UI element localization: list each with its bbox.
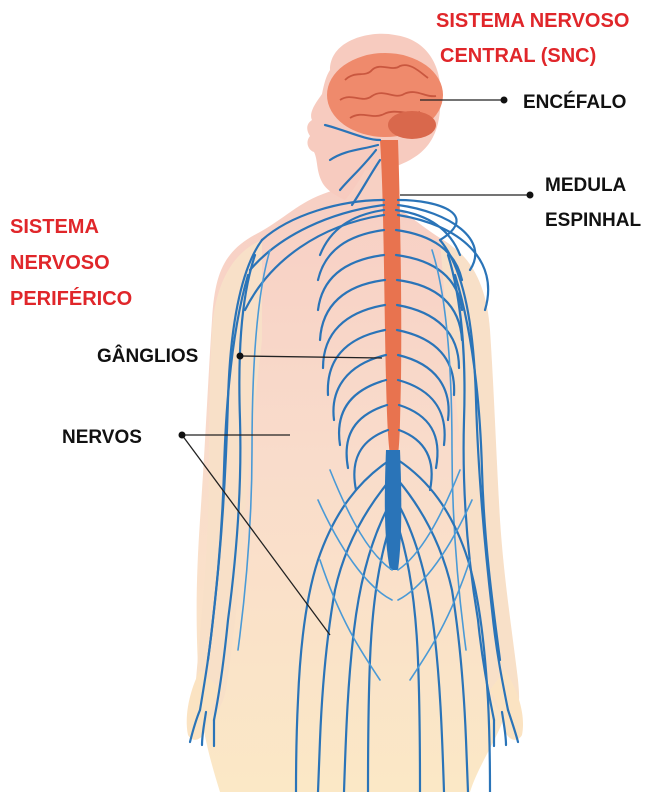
- label-snp-line3: PERIFÉRICO: [10, 287, 132, 310]
- label-medula-line2: ESPINHAL: [545, 210, 641, 231]
- dot-ganglios: [237, 353, 244, 360]
- label-encefalo: ENCÉFALO: [523, 91, 626, 113]
- label-medula-line1: MEDULA: [545, 175, 627, 196]
- label-snp-line1: SISTEMA: [10, 216, 99, 238]
- label-snp-line2: NERVOSO: [10, 252, 110, 274]
- dot-encefalo: [501, 97, 508, 104]
- dot-medula: [527, 192, 534, 199]
- body-silhouette: [187, 34, 523, 792]
- label-snc-line1: SISTEMA NERVOSO: [436, 10, 629, 32]
- label-ganglios: GÂNGLIOS: [97, 345, 198, 367]
- dot-nervos: [179, 432, 186, 439]
- label-nervos: NERVOS: [62, 427, 142, 448]
- label-snc-line2: CENTRAL (SNC): [440, 45, 596, 67]
